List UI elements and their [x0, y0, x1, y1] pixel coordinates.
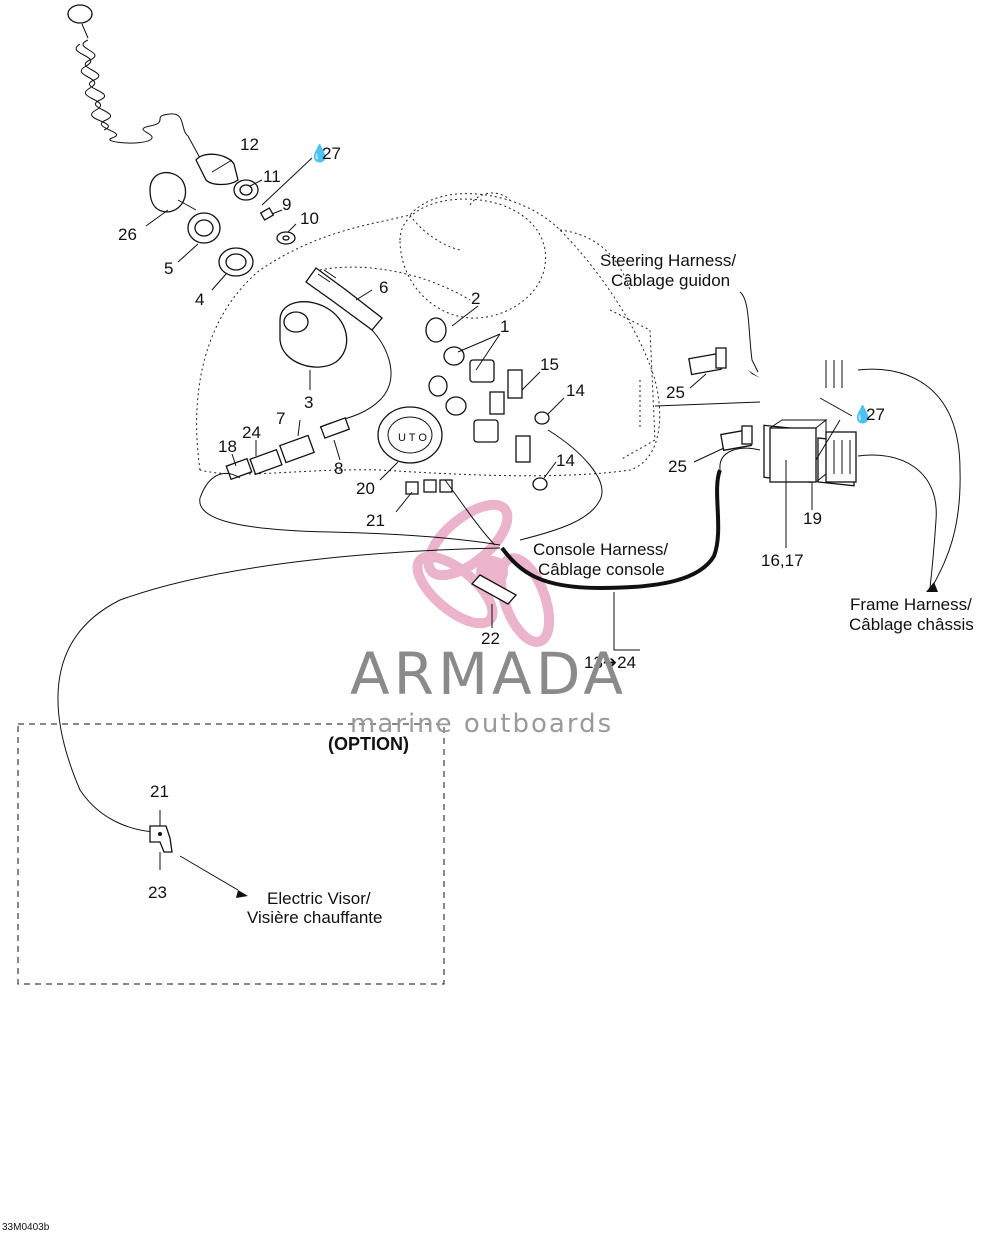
console-harness-label-en: Console Harness/ [533, 540, 668, 559]
harness-captions: Steering Harness/ Câblage guidon Console… [247, 251, 974, 927]
callout-27-top: 27 [322, 144, 341, 163]
option-title: (OPTION) [328, 734, 409, 754]
callout-8: 8 [334, 459, 343, 478]
callout-19: 19 [803, 509, 822, 528]
callout-14-upper: 14 [566, 381, 585, 400]
callout-numbers: 12 11 💧 27 9 10 26 5 4 6 3 2 1 15 14 14 … [118, 135, 885, 902]
steering-harness-label-fr: Câblage guidon [611, 271, 730, 290]
left-connectors [199, 417, 501, 546]
console-harness-label-fr: Câblage console [538, 560, 665, 579]
frame-harness-label-en: Frame Harness/ [850, 595, 972, 614]
steering-harness-label-en: Steering Harness/ [600, 251, 736, 270]
option-box [17, 547, 501, 985]
callout-21-option: 21 [150, 782, 169, 801]
leader-lines [145, 157, 813, 651]
callout-25-upper: 25 [666, 383, 685, 402]
callout-24: 24 [242, 423, 261, 442]
drop-icon: 💧 [309, 143, 330, 163]
watermark-tagline: marine outboards [350, 709, 613, 739]
svg-text:U T O: U T O [398, 432, 427, 444]
callout-11: 11 [263, 167, 281, 186]
callout-10: 10 [300, 209, 319, 228]
electric-visor-label-en: Electric Visor/ [267, 889, 371, 908]
lanyard-coil-cord [67, 4, 201, 159]
electric-visor-label-fr: Visière chauffante [247, 908, 382, 927]
watermark-brand: ARMADA [350, 640, 627, 708]
switch-cluster [425, 317, 603, 546]
frame-harness-label-fr: Câblage châssis [849, 615, 974, 634]
callout-21-main: 21 [366, 511, 385, 530]
callout-14-lower: 14 [556, 451, 575, 470]
callout-13-24: 13➔24 [584, 653, 636, 672]
ignition-parts: U T O [149, 153, 443, 464]
callout-15: 15 [540, 355, 559, 374]
armada-watermark: ARMADA marine outboards [350, 640, 627, 739]
console-outline [196, 192, 661, 477]
armada-propeller-logo [412, 499, 555, 647]
callout-26: 26 [118, 225, 137, 244]
console-harness [470, 469, 722, 605]
callout-1: 1 [500, 317, 509, 336]
callout-20: 20 [356, 479, 375, 498]
diagram-code: 33M0403b [2, 1222, 50, 1233]
callout-3: 3 [304, 393, 313, 412]
callout-27-right: 27 [866, 405, 885, 424]
callout-4: 4 [195, 290, 204, 309]
callout-9: 9 [282, 195, 291, 214]
drop-icon: 💧 [852, 404, 873, 424]
callout-16-17: 16,17 [761, 551, 804, 570]
callout-25-lower: 25 [668, 457, 687, 476]
callout-22: 22 [481, 629, 500, 648]
right-connectors [654, 291, 961, 592]
callout-6: 6 [379, 278, 388, 297]
callout-2: 2 [471, 289, 480, 308]
callout-7: 7 [276, 409, 285, 428]
callout-12: 12 [240, 135, 259, 154]
callout-5: 5 [164, 259, 173, 278]
callout-23: 23 [148, 883, 167, 902]
callout-18: 18 [218, 437, 237, 456]
